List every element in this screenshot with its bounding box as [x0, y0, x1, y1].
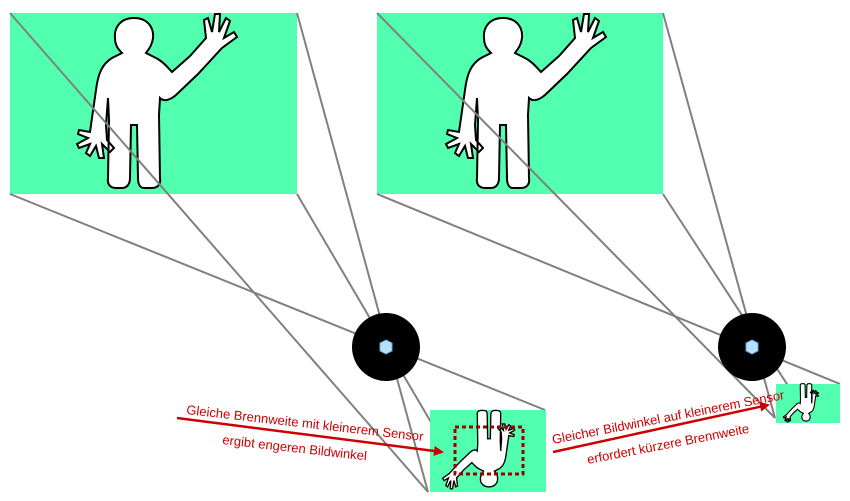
right-lens-aperture	[745, 339, 759, 355]
left-crop-frame	[453, 425, 525, 476]
left-ray-top-right	[296, 12, 429, 493]
left-annotation-arrow	[176, 416, 444, 456]
left-lens-aperture	[379, 339, 393, 355]
left-ray-top-left	[9, 12, 429, 493]
right-setup: Gleicher Bildwinkel auf kleinerem Sensor…	[376, 12, 841, 467]
left-ray-bottom-left	[9, 193, 546, 411]
right-ray-top-left	[376, 12, 776, 419]
right-annotation-arrow	[552, 401, 770, 454]
left-annotation-line2: ergibt engeren Bildwinkel	[222, 432, 368, 463]
